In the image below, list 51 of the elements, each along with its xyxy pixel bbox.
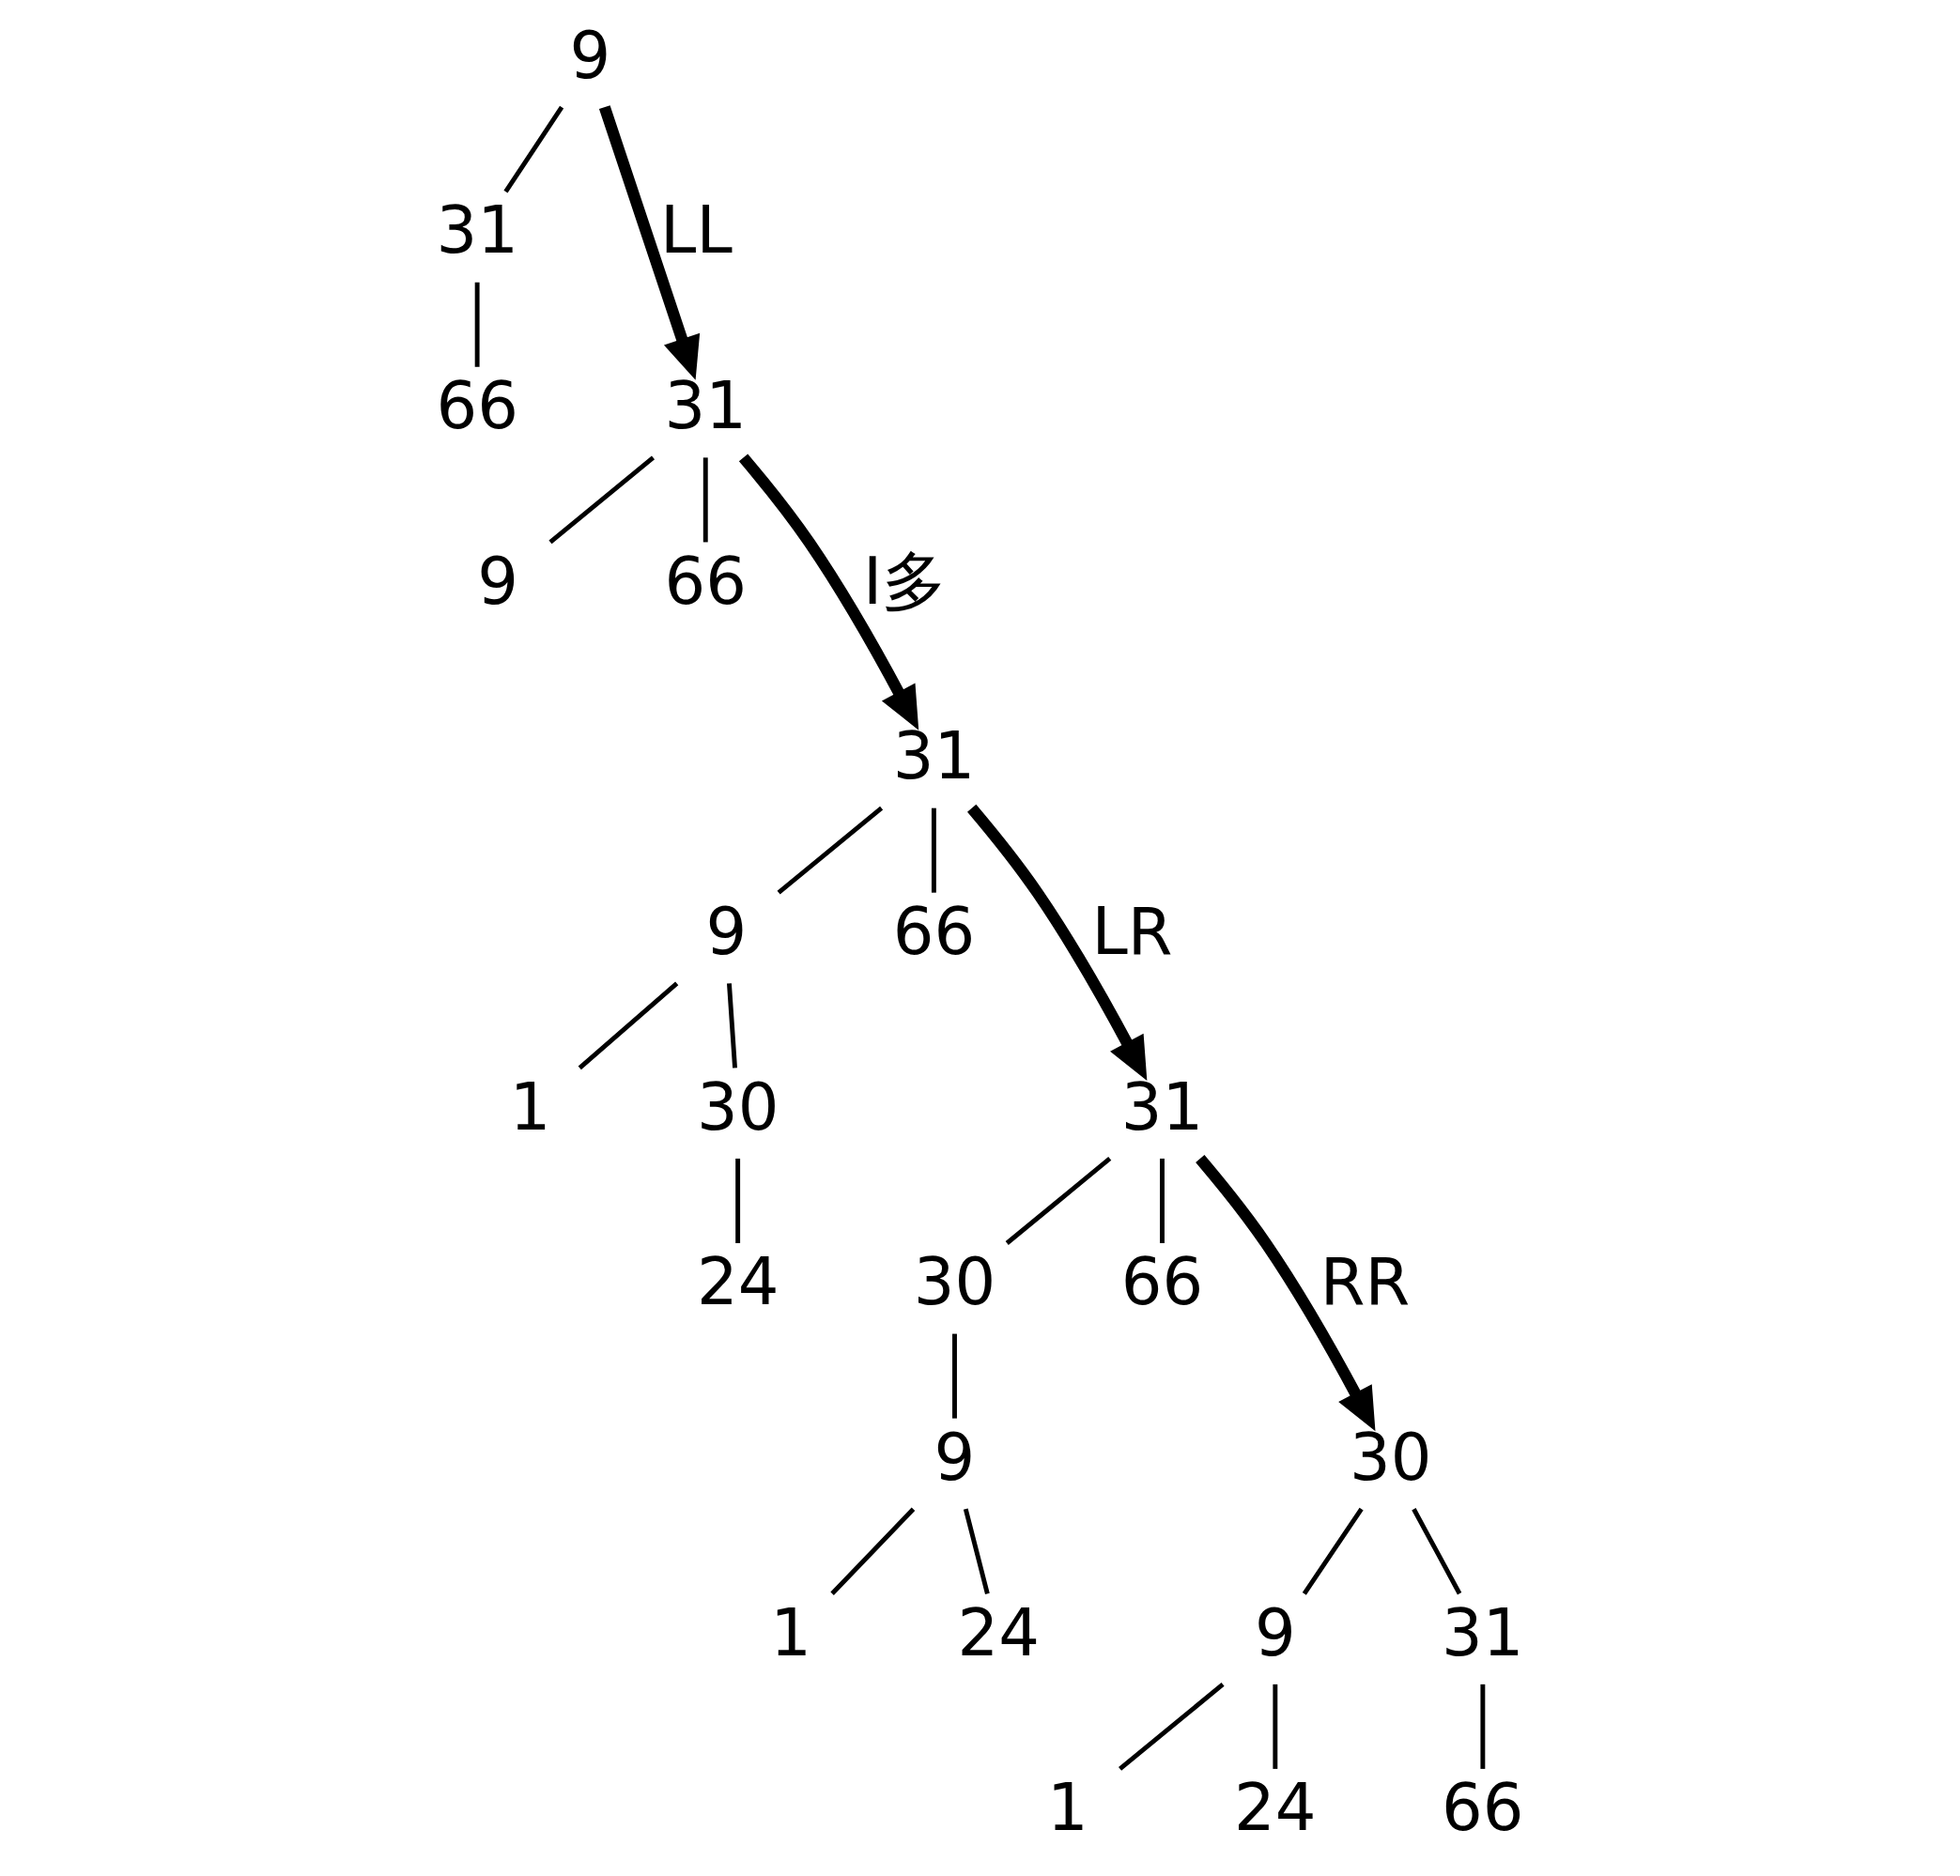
node-text: 31 [436,192,518,269]
arrow [1196,1155,1376,1432]
connector [548,455,656,545]
node-text: 66 [664,543,747,619]
node-text: 31 [1442,1594,1524,1670]
connector [1273,1684,1278,1769]
connector [1412,1508,1462,1595]
connector [1480,1684,1486,1769]
connector [952,1333,957,1419]
connector [1302,1507,1364,1595]
connector [830,1507,916,1595]
node-text: 66 [892,893,976,969]
connector [474,282,480,367]
connector [503,105,564,193]
edge-label: LR [1091,893,1173,969]
connector [578,981,679,1070]
connector [1119,1683,1225,1771]
node-text: 9 [569,17,611,93]
node-text: 31 [1120,1069,1204,1145]
connector [963,1508,990,1594]
node-text: 30 [1349,1419,1432,1495]
node-text: 9 [705,893,748,969]
node-text: 30 [913,1244,996,1320]
edge-label: I多 [863,543,948,619]
node-text: 30 [696,1069,779,1145]
node-text: 31 [892,718,976,794]
node-text: 1 [1046,1770,1088,1846]
node-text: 1 [770,1594,811,1670]
connector [1160,1158,1165,1243]
node-text: 9 [934,1419,976,1495]
node-text: 31 [664,368,747,444]
arrow [738,454,919,730]
node-text: 66 [1120,1244,1204,1320]
node-text: 24 [1234,1770,1317,1846]
node-text: 66 [1442,1770,1524,1846]
node-text: 24 [696,1244,779,1320]
connector [702,457,708,543]
node-text: 9 [477,543,519,619]
node-text: 9 [1254,1594,1296,1670]
connector [727,983,737,1069]
connector [735,1158,741,1243]
connector [1005,1157,1112,1245]
edge-label: RR [1320,1244,1411,1320]
arrow [598,105,701,380]
edge-label: LL [660,192,733,269]
node-text: 66 [436,368,518,444]
node-text: 24 [957,1594,1040,1670]
arrow [967,804,1148,1081]
connector [777,806,884,895]
node-text: 1 [509,1069,551,1145]
connector [931,807,936,893]
